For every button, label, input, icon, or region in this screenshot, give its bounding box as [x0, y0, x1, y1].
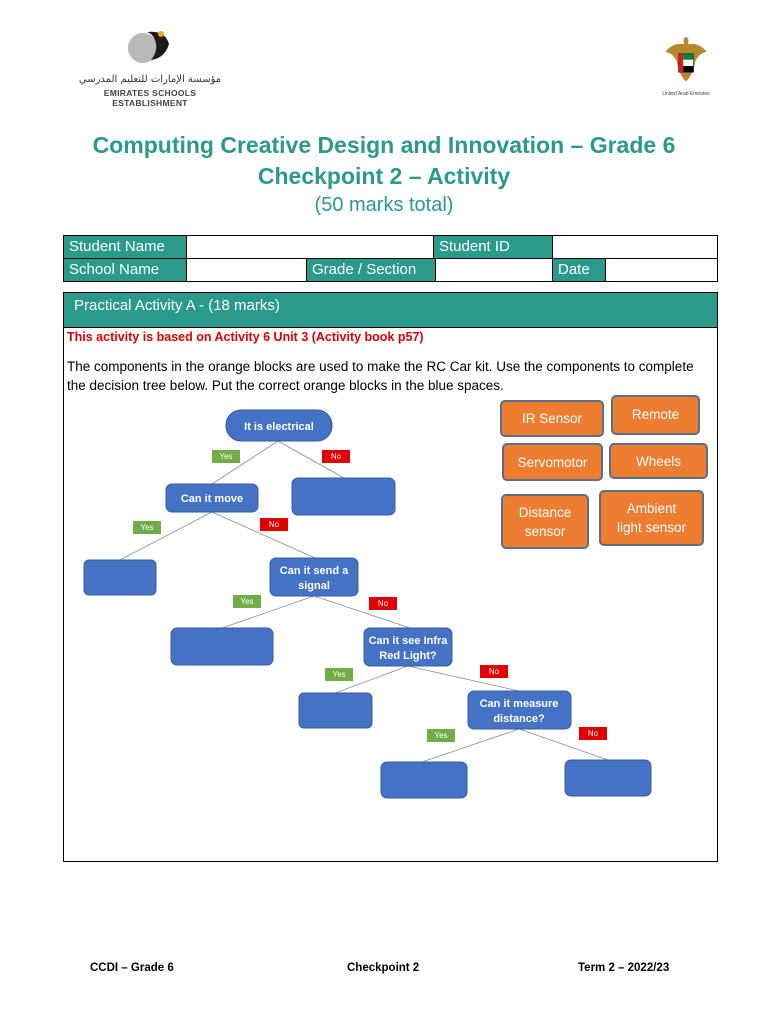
- no-tag-label: No: [269, 520, 280, 529]
- no-tag: [322, 450, 350, 463]
- answer-slot-4[interactable]: [298, 692, 373, 729]
- component-distance-sensor-line1: Distance: [518, 504, 572, 520]
- date-field[interactable]: [605, 258, 718, 282]
- component-ambient-light-sensor[interactable]: Ambient light sensor: [599, 490, 704, 546]
- uae-emblem: United Arab Emirates: [660, 33, 712, 103]
- uae-caption: United Arab Emirates: [662, 91, 710, 97]
- component-distance-sensor-line2: sensor: [524, 523, 566, 539]
- grade-section-label: Grade / Section: [306, 258, 436, 282]
- school-name-label: School Name: [63, 258, 187, 282]
- no-tag: [480, 665, 508, 678]
- yes-tag: [325, 668, 353, 681]
- answer-slot-1[interactable]: [291, 477, 396, 516]
- node-can-it-move: [165, 483, 259, 513]
- node-can-it-measure-distance-line2: distance?: [493, 713, 545, 725]
- node-it-is-electrical-label: It is electrical: [244, 421, 314, 433]
- component-remote[interactable]: Remote: [611, 395, 700, 435]
- component-servomotor-label: Servomotor: [517, 454, 588, 470]
- answer-slot-6[interactable]: [564, 759, 652, 797]
- tree-connectors: [119, 440, 609, 763]
- yes-tag-label: Yes: [240, 597, 253, 606]
- page-subtitle: Checkpoint 2 – Activity: [257, 163, 511, 189]
- yes-tag: [427, 729, 455, 742]
- student-id-label: Student ID: [433, 235, 553, 259]
- component-remote-label: Remote: [631, 407, 680, 422]
- ese-arabic-name: مؤسسة الإمارات للتعليم المدرسي: [78, 74, 222, 85]
- yes-tag-label: Yes: [219, 452, 232, 461]
- no-tag: [369, 597, 397, 610]
- footer-right: Term 2 – 2022/23: [578, 962, 670, 974]
- component-distance-sensor[interactable]: Distance sensor: [501, 494, 589, 549]
- footer-center: Checkpoint 2: [347, 962, 420, 974]
- answer-slot-3[interactable]: [170, 627, 274, 666]
- component-wheels-label: Wheels: [635, 453, 681, 469]
- node-can-it-see-infrared-line2: Red Light?: [379, 650, 437, 662]
- no-tag-label: No: [378, 599, 389, 608]
- yes-tag-label: Yes: [140, 523, 153, 532]
- uae-falcon-icon: [665, 36, 707, 82]
- component-servomotor[interactable]: Servomotor: [502, 443, 603, 481]
- node-can-it-send-signal-line1: Can it send a: [280, 565, 349, 577]
- activity-header: [63, 292, 718, 328]
- node-can-it-see-infrared-line1: Can it see Infra: [369, 635, 449, 647]
- footer-left: CCDI – Grade 6: [90, 962, 174, 974]
- node-can-it-measure-distance-line1: Can it measure: [480, 698, 559, 710]
- yes-tag: [212, 450, 240, 463]
- node-it-is-electrical: [225, 409, 333, 442]
- no-tag: [579, 727, 607, 740]
- page-title: Computing Creative Design and Innovation…: [92, 132, 676, 158]
- ese-emblem-icon: [128, 31, 169, 63]
- yes-tag: [133, 521, 161, 534]
- no-tag-label: No: [331, 452, 342, 461]
- activity-heading: Practical Activity A - (18 marks): [74, 297, 280, 314]
- yes-tag: [233, 595, 261, 608]
- component-ambient-light-sensor-line2: light sensor: [616, 520, 687, 535]
- yes-tag-label: Yes: [434, 731, 447, 740]
- activity-note: This activity is based on Activity 6 Uni…: [67, 330, 424, 344]
- ese-logo: مؤسسة الإمارات للتعليم المدرسي EMIRATES …: [70, 22, 230, 108]
- node-can-it-move-label: Can it move: [181, 493, 243, 505]
- component-ir-sensor[interactable]: IR Sensor: [500, 400, 604, 437]
- marks-total: (50 marks total): [314, 194, 454, 216]
- no-tag-label: No: [588, 729, 599, 738]
- node-can-it-send-signal-line2: signal: [298, 580, 330, 592]
- answer-slot-5[interactable]: [380, 761, 468, 799]
- node-can-it-send-signal: [269, 557, 359, 597]
- date-label: Date: [552, 258, 606, 282]
- component-wheels[interactable]: Wheels: [609, 443, 708, 479]
- component-ambient-light-sensor-line1: Ambient: [626, 501, 677, 516]
- no-tag-label: No: [489, 667, 500, 676]
- ese-english-name: EMIRATES SCHOOLS ESTABLISHMENT: [103, 88, 197, 108]
- component-ir-sensor-label: IR Sensor: [521, 411, 583, 426]
- node-can-it-measure-distance: [467, 690, 572, 730]
- answer-slot-2[interactable]: [83, 559, 157, 596]
- no-tag: [260, 518, 288, 531]
- activity-instructions: The components in the orange blocks are …: [67, 359, 694, 393]
- node-can-it-see-infrared: [363, 627, 453, 667]
- yes-tag-label: Yes: [332, 670, 345, 679]
